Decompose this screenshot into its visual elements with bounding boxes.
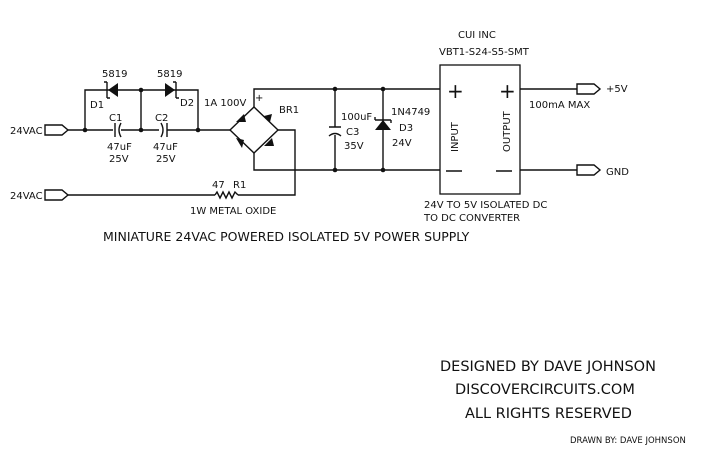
c2-ref: C2	[155, 113, 168, 124]
input-24vac-1: 24VAC	[10, 124, 70, 137]
d2-part: 5819	[157, 69, 182, 80]
capacitor-c1: C1 47uF 25V	[107, 113, 132, 165]
output-label: +5V	[606, 84, 628, 95]
diode-icon	[108, 83, 118, 97]
d3-part: 1N4749	[391, 107, 430, 118]
c2-voltage: 25V	[156, 154, 176, 165]
d3-ref: D3	[399, 123, 413, 134]
c3-value: 100uF	[341, 112, 372, 123]
diode-d1: 5819 D1	[90, 69, 127, 111]
r1-ref: R1	[233, 180, 246, 191]
output-gnd: GND	[576, 164, 629, 178]
r1-type: 1W METAL OXIDE	[190, 206, 276, 217]
credit-rights: ALL RIGHTS RESERVED	[465, 406, 632, 422]
credit-site: DISCOVERCIRCUITS.COM	[455, 382, 635, 398]
r1-value: 47	[212, 180, 225, 191]
br1-ref: BR1	[279, 105, 299, 116]
input-label: 24VAC	[10, 191, 43, 202]
c1-voltage: 25V	[109, 154, 129, 165]
d1-part: 5819	[102, 69, 127, 80]
capacitor-c2: C2 47uF 25V	[153, 113, 178, 165]
converter-desc-2: TO DC CONVERTER	[423, 213, 520, 224]
diagram-title: MINIATURE 24VAC POWERED ISOLATED 5V POWE…	[103, 229, 470, 244]
credit-designer: DESIGNED BY DAVE JOHNSON	[440, 359, 656, 375]
d2-ref: D2	[180, 98, 194, 109]
zener-diode-d3: 1N4749 D3 24V	[374, 107, 430, 149]
diode-icon	[236, 114, 274, 148]
output-plus: +	[499, 79, 516, 103]
dc-dc-converter: CUI INC VBT1-S24-S5-SMT + + INPUT OUTPUT…	[423, 30, 547, 224]
d3-voltage: 24V	[392, 138, 412, 149]
c3-ref: C3	[346, 127, 359, 138]
converter-desc-1: 24V TO 5V ISOLATED DC	[424, 200, 547, 211]
br1-plus: +	[255, 93, 263, 104]
c3-voltage: 35V	[344, 141, 364, 152]
resistor-r1: 47 R1 1W METAL OXIDE	[190, 180, 276, 217]
output-plus5v: +5V	[576, 83, 628, 95]
input-label: INPUT	[450, 121, 461, 152]
diode-icon	[165, 83, 175, 97]
input-plus: +	[447, 79, 464, 103]
converter-maker: CUI INC	[458, 30, 496, 41]
input-24vac-2: 24VAC	[10, 189, 70, 202]
output-note: 100mA MAX	[529, 100, 590, 111]
c1-value: 47uF	[107, 142, 132, 153]
output-label: GND	[606, 167, 629, 178]
input-label: 24VAC	[10, 126, 43, 137]
diode-d2: 5819 D2	[157, 69, 194, 109]
credit-drawn-by: DRAWN BY: DAVE JOHNSON	[570, 436, 686, 446]
wires	[68, 86, 577, 196]
bridge-rectifier-br1: 1A 100V + BR1	[204, 93, 299, 154]
d1-ref: D1	[90, 100, 104, 111]
br1-rating: 1A 100V	[204, 98, 246, 109]
converter-part: VBT1-S24-S5-SMT	[439, 47, 530, 58]
capacitor-c3: 100uF C3 35V	[328, 112, 372, 152]
c2-value: 47uF	[153, 142, 178, 153]
zener-icon	[375, 120, 391, 130]
output-label: OUTPUT	[502, 110, 513, 152]
c1-ref: C1	[109, 113, 122, 124]
